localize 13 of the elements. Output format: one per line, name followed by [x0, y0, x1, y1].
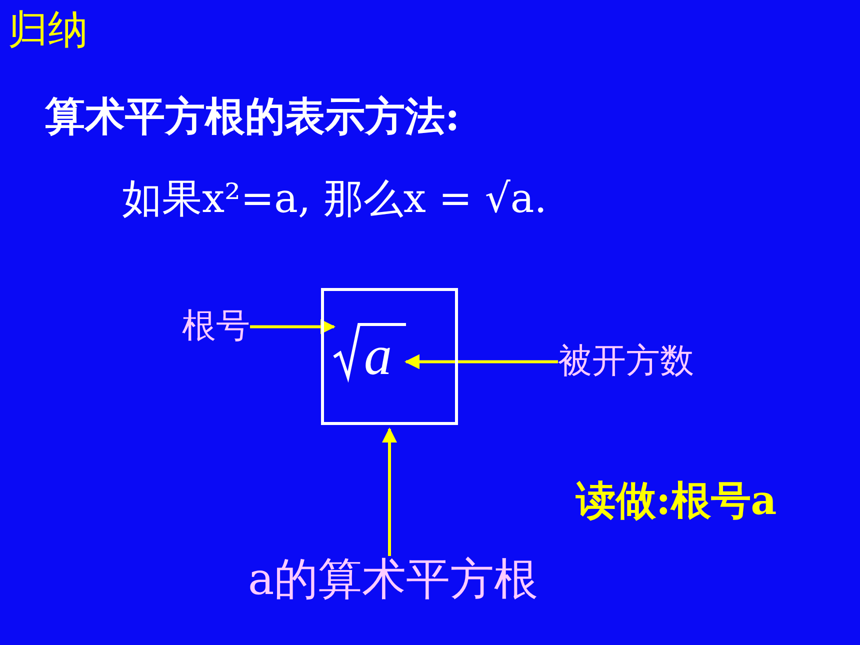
arrow — [250, 319, 336, 334]
annotation-text: 根号 — [182, 308, 250, 346]
formula-frame — [321, 288, 458, 425]
heading-text: 算术平方根的表示方法: — [45, 94, 460, 140]
arrow — [404, 354, 558, 370]
heading-text: 读做:根号a — [576, 478, 777, 524]
radical-sign-icon — [334, 323, 360, 383]
formula-text: 如果x²=a, 那么x = √a. — [122, 176, 547, 222]
annotation-text: a的算术平方根 — [248, 556, 538, 604]
title: 归纳 — [8, 8, 88, 52]
arrow — [382, 428, 397, 556]
annotation-text: 被开方数 — [558, 343, 694, 380]
radicand-text: a — [360, 323, 406, 384]
